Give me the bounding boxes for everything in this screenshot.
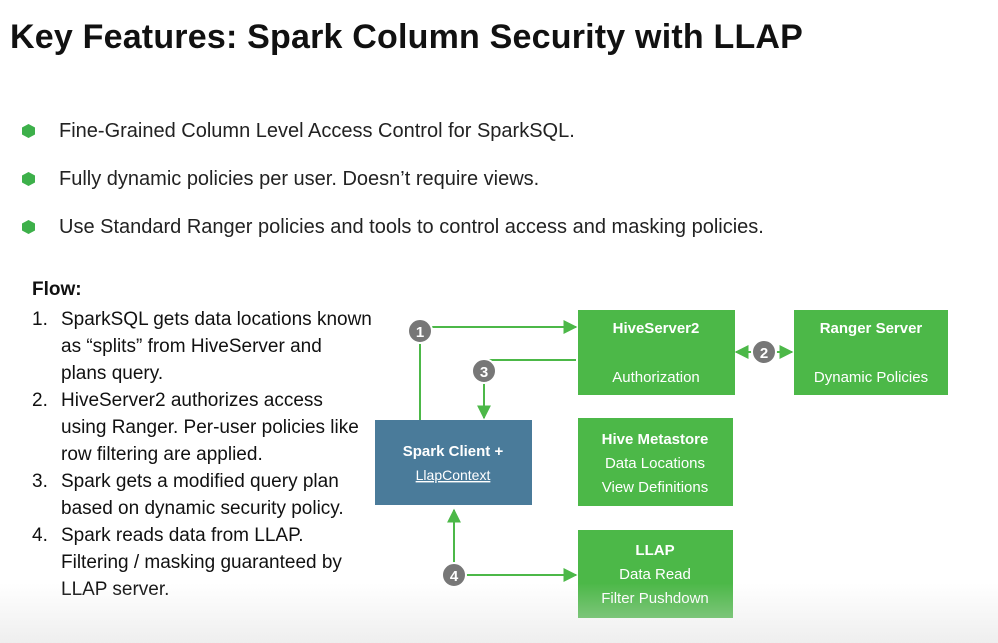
step-1-number: 1 xyxy=(416,324,424,341)
flow-arrow-1 xyxy=(419,320,578,420)
flow-step: 2. HiveServer2 authorizes access using R… xyxy=(32,387,372,468)
flow-step: 3. Spark gets a modified query plan base… xyxy=(32,468,372,522)
flow-step-text: Spark gets a modified query plan based o… xyxy=(61,471,344,519)
bullet-hexagon-icon xyxy=(22,220,35,234)
hiveserver2-box: HiveServer2 Authorization xyxy=(578,310,735,395)
authorization-label: Authorization xyxy=(612,369,700,386)
step-2-badge: 2 xyxy=(751,339,777,365)
hive-metastore-box: Hive Metastore Data Locations View Defin… xyxy=(578,418,733,506)
flow-step-number: 2. xyxy=(32,390,48,411)
hiveserver2-label: HiveServer2 xyxy=(613,320,700,337)
step-4-badge: 4 xyxy=(441,562,467,588)
hive-metastore-label: Hive Metastore xyxy=(602,431,709,448)
flow-heading: Flow: xyxy=(32,279,82,300)
step-3-badge: 3 xyxy=(471,358,497,384)
data-read-label: Data Read xyxy=(619,566,691,583)
spark-client-label: Spark Client + xyxy=(403,443,504,460)
filter-pushdown-label: Filter Pushdown xyxy=(601,590,709,607)
dynamic-policies-label: Dynamic Policies xyxy=(814,369,928,386)
step-3-number: 3 xyxy=(480,364,488,381)
feature-item: Fine-Grained Column Level Access Control… xyxy=(22,118,982,166)
ranger-server-box: Ranger Server Dynamic Policies xyxy=(794,310,948,395)
step-4-number: 4 xyxy=(450,568,459,585)
flow-step-number: 1. xyxy=(32,309,48,330)
feature-list: Fine-Grained Column Level Access Control… xyxy=(22,118,982,262)
flow-step-number: 3. xyxy=(32,471,48,492)
spark-client-box: Spark Client + LlapContext xyxy=(375,420,532,505)
view-definitions-label: View Definitions xyxy=(602,479,708,496)
flow-step-text: HiveServer2 authorizes access using Rang… xyxy=(61,390,359,465)
feature-text: Use Standard Ranger policies and tools t… xyxy=(59,216,764,238)
feature-item: Fully dynamic policies per user. Doesn’t… xyxy=(22,166,982,214)
feature-item: Use Standard Ranger policies and tools t… xyxy=(22,214,982,262)
bullet-hexagon-icon xyxy=(22,172,35,186)
step-1-badge: 1 xyxy=(407,318,433,344)
flow-arrow-3 xyxy=(477,359,576,420)
ranger-server-label: Ranger Server xyxy=(820,320,923,337)
flow-step-number: 4. xyxy=(32,525,48,546)
data-locations-label: Data Locations xyxy=(605,455,705,472)
llap-label: LLAP xyxy=(635,542,674,559)
feature-text: Fine-Grained Column Level Access Control… xyxy=(59,120,575,142)
step-2-number: 2 xyxy=(760,345,768,362)
flow-step-text: SparkSQL gets data locations known as “s… xyxy=(61,309,372,384)
flow-step: 1. SparkSQL gets data locations known as… xyxy=(32,306,372,387)
llap-box: LLAP Data Read Filter Pushdown xyxy=(578,530,733,618)
llapcontext-label: LlapContext xyxy=(416,467,491,483)
page-title: Key Features: Spark Column Security with… xyxy=(10,18,804,56)
bullet-hexagon-icon xyxy=(22,124,35,138)
feature-text: Fully dynamic policies per user. Doesn’t… xyxy=(59,168,540,190)
